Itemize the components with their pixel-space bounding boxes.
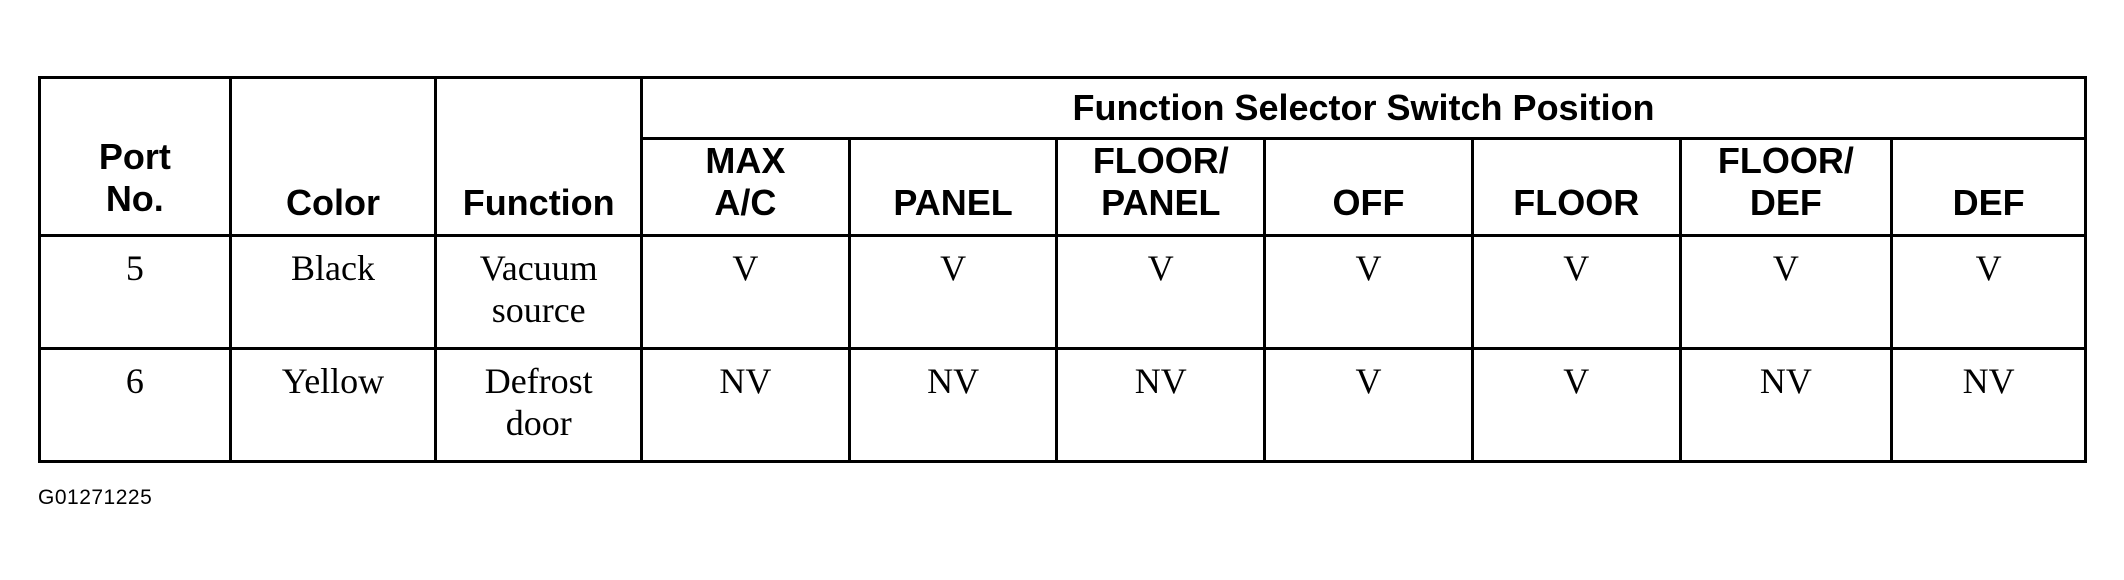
header-function: Function (434, 76, 644, 237)
cell-function-line: door (505, 403, 572, 443)
cell-value-off: V (1263, 234, 1474, 350)
header-position-line: PANEL (893, 182, 1013, 223)
cell-value-floor: V (1470, 234, 1682, 350)
header-port-no-line-1: Port (98, 136, 171, 177)
header-switch-position-group: Function Selector Switch Position (640, 76, 2087, 140)
header-position-line: DEF (1749, 182, 1822, 223)
cell-value-max-ac: NV (640, 347, 851, 463)
cell-value-floor-panel: V (1055, 234, 1267, 350)
cell-function-line: Vacuum (479, 248, 598, 288)
cell-port: 6 (38, 347, 232, 463)
header-position-def: DEF (1890, 137, 2087, 237)
header-position-line: OFF (1332, 182, 1405, 223)
header-position-line: FLOOR (1513, 182, 1640, 223)
cell-function: Vacuum source (434, 234, 644, 350)
header-port-no-line-2: No. (105, 178, 164, 219)
header-position-max-ac: MAX A/C (640, 137, 851, 237)
header-position-line: A/C (714, 182, 777, 223)
header-position-line: FLOOR/ (1092, 140, 1229, 181)
cell-value-panel: NV (847, 347, 1059, 463)
header-position-floor-panel: FLOOR/ PANEL (1055, 137, 1267, 237)
header-color: Color (228, 76, 438, 237)
cell-port: 5 (38, 234, 232, 350)
cell-color: Yellow (228, 347, 438, 463)
vacuum-port-table: Port No. Color Function Function Selecto… (38, 76, 2087, 463)
cell-value-max-ac: V (640, 234, 851, 350)
vacuum-port-table-container: Port No. Color Function Function Selecto… (38, 76, 2087, 463)
header-row-positions: MAX A/C PANEL FLOOR/ PANEL OFF FLOOR FLO (40, 137, 2087, 237)
cell-value-off: V (1263, 347, 1474, 463)
cell-value-floor: V (1470, 347, 1682, 463)
cell-value-panel: V (847, 234, 1059, 350)
header-port-no: Port No. (38, 76, 232, 237)
header-row-group: Port No. Color Function Function Selecto… (38, 76, 2087, 237)
header-position-floor: FLOOR (1470, 137, 1682, 237)
figure-code: G01271225 (38, 486, 153, 509)
cell-value-floor-def: V (1678, 234, 1894, 350)
cell-color: Black (228, 234, 438, 350)
table-row: 5 Black Vacuum source V V V V V V V (38, 234, 2087, 350)
cell-function-line: Defrost (484, 361, 593, 401)
cell-value-floor-panel: NV (1055, 347, 1267, 463)
header-position-line: FLOOR/ (1717, 140, 1854, 181)
header-position-line: DEF (1952, 182, 2025, 223)
header-position-off: OFF (1263, 137, 1474, 237)
header-position-line: PANEL (1101, 182, 1221, 223)
header-position-floor-def: FLOOR/ DEF (1678, 137, 1894, 237)
cell-value-def: V (1890, 234, 2087, 350)
cell-value-def: NV (1890, 347, 2087, 463)
cell-function: Defrost door (434, 347, 644, 463)
cell-value-floor-def: NV (1678, 347, 1894, 463)
header-position-panel: PANEL (847, 137, 1059, 237)
table-row: 6 Yellow Defrost door NV NV NV V V NV NV (38, 347, 2087, 463)
header-position-line: MAX (705, 140, 786, 181)
cell-function-line: source (491, 290, 586, 330)
